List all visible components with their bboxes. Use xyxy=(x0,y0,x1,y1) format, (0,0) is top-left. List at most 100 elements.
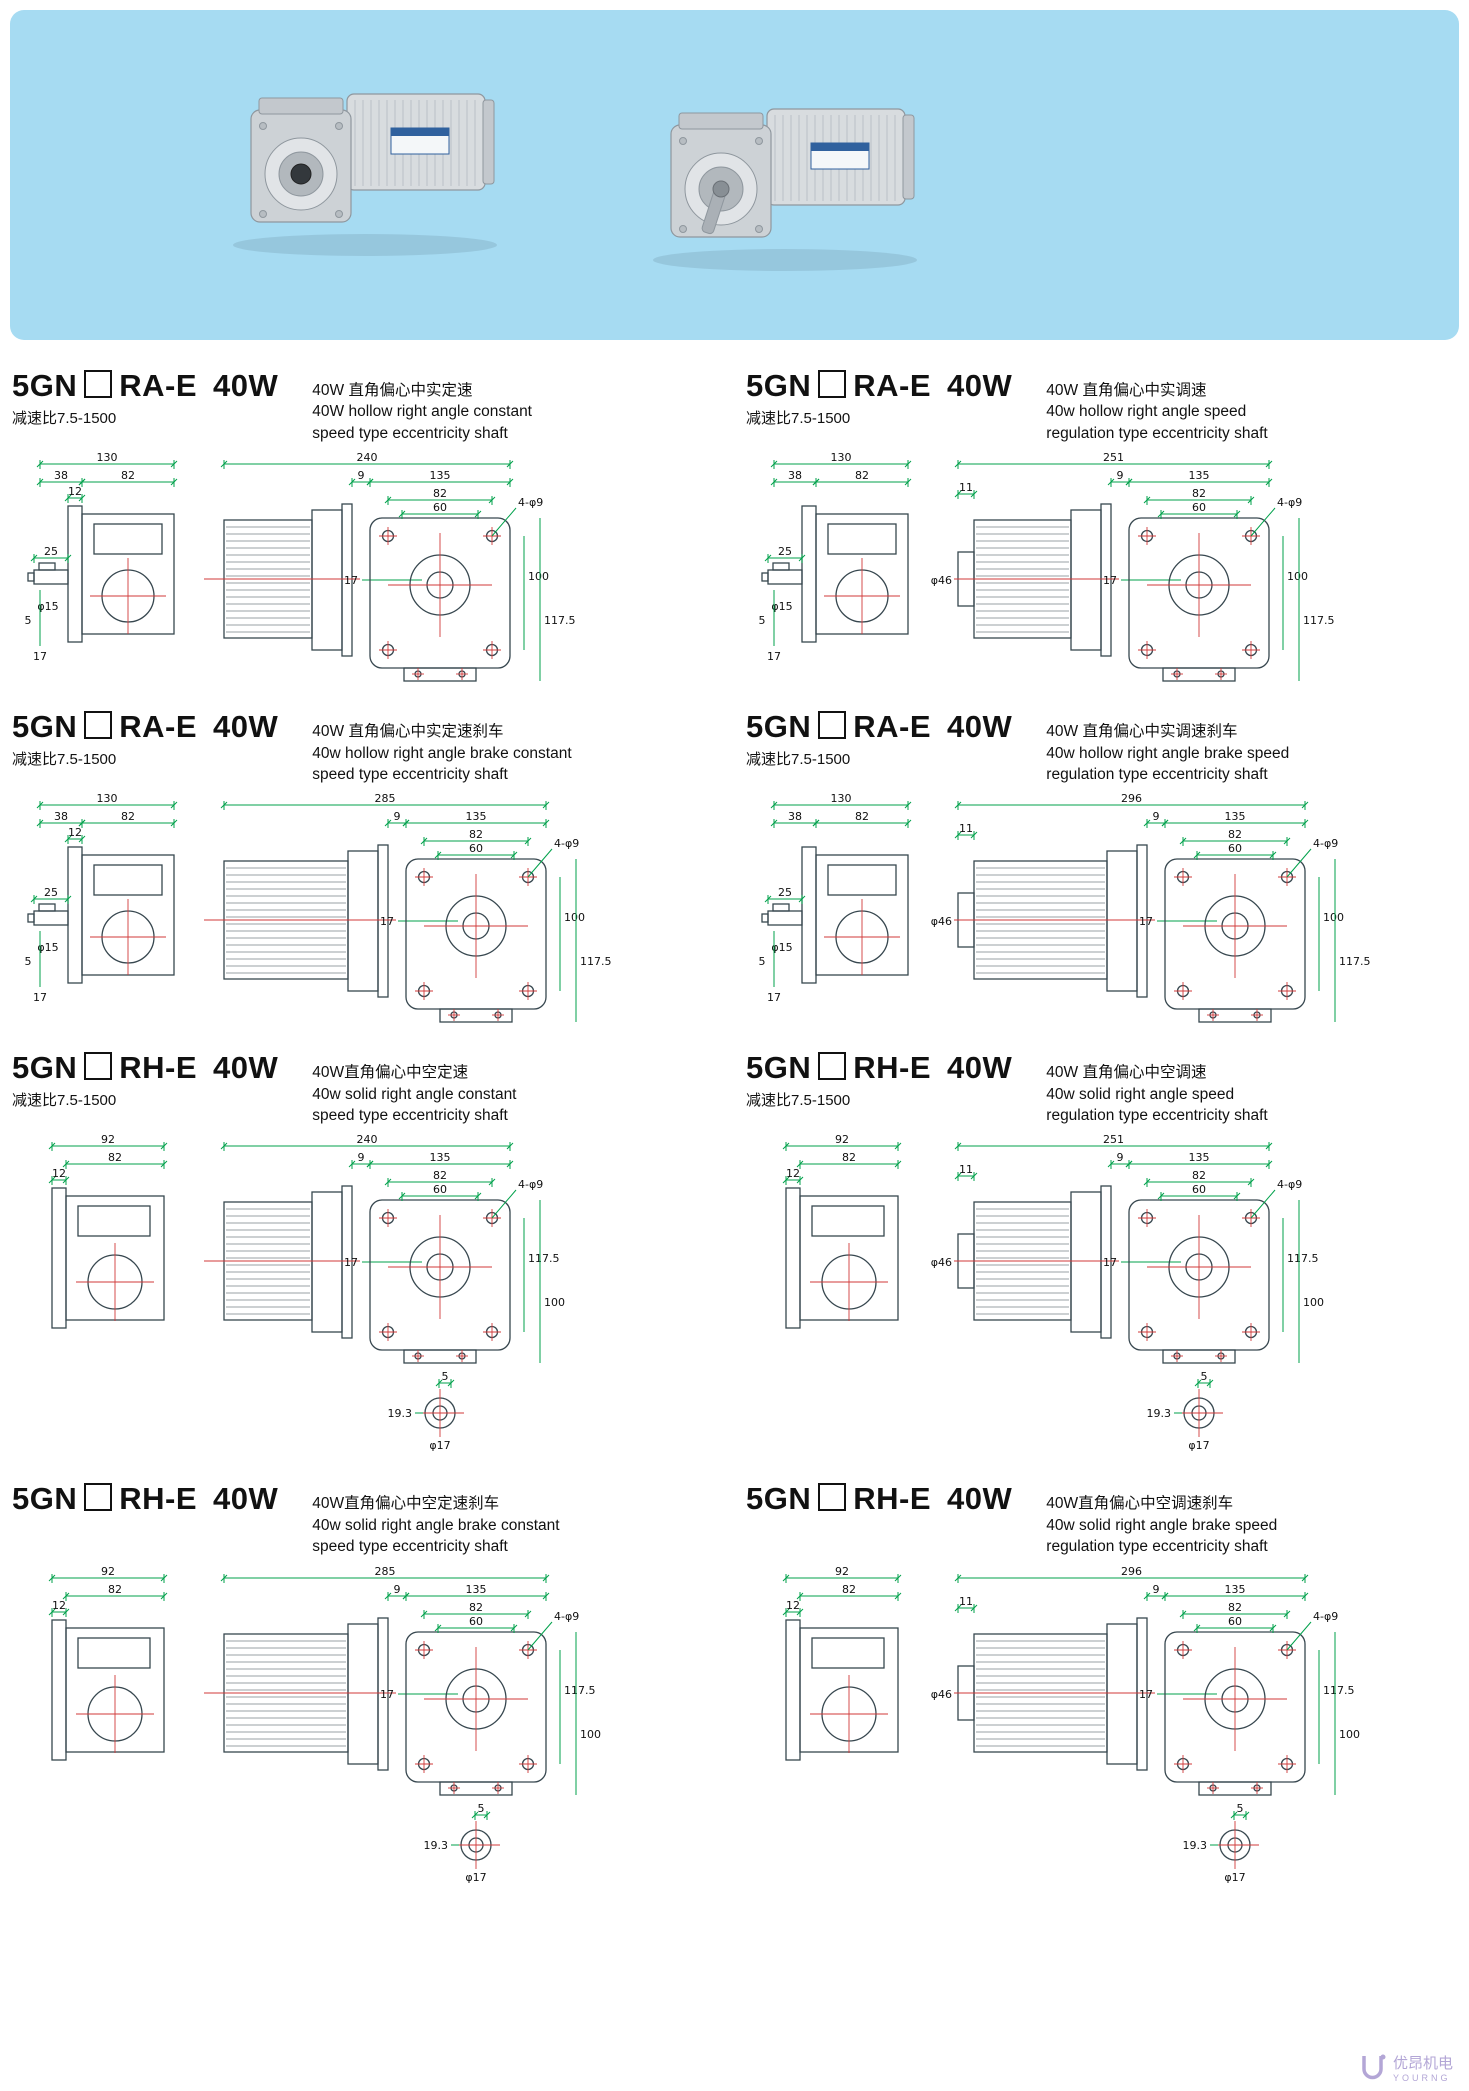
drawing-line xyxy=(30,554,38,562)
dim-label: 82 xyxy=(1228,1601,1242,1614)
drawing-rect xyxy=(801,846,817,984)
drawing-line xyxy=(506,478,514,486)
drawing-line xyxy=(1242,1811,1250,1818)
drawing-line xyxy=(954,490,962,498)
dim-label: 60 xyxy=(1192,1183,1206,1196)
dim-label: 5 xyxy=(442,1370,449,1383)
drawing-line xyxy=(954,1173,962,1180)
dim-label: 5 xyxy=(1237,1802,1244,1815)
dim-label: 117.5 xyxy=(1323,1684,1355,1697)
drawing-ellipse xyxy=(233,234,497,256)
dim-label: 19.3 xyxy=(1183,1839,1208,1852)
dim-label: 4-φ9 xyxy=(518,496,543,509)
drawing-line xyxy=(1265,478,1273,486)
dim-label: 100 xyxy=(1303,1296,1324,1309)
drawing-line xyxy=(491,1190,517,1219)
drawing-rect xyxy=(827,864,897,896)
reduction-ratio: 减速比7.5-1500 xyxy=(746,410,851,427)
dim-label: 92 xyxy=(101,1565,115,1578)
description: 40W 直角偏心中实调速 40w hollow right angle spee… xyxy=(1046,368,1267,444)
model-power: 40W xyxy=(213,709,279,745)
description-cn: 40W 直角偏心中实调速刹车 xyxy=(1046,723,1238,741)
drawing-line xyxy=(1269,851,1277,859)
dim-label: 38 xyxy=(54,810,68,823)
description-en-1: 40W hollow right angle constant xyxy=(312,403,532,421)
drawing-rect xyxy=(772,562,790,571)
drawing-line xyxy=(30,895,38,903)
drawing-line xyxy=(1179,837,1187,845)
dim-label: 130 xyxy=(97,792,118,805)
dim-label: 25 xyxy=(778,545,792,558)
dim-label: 12 xyxy=(68,485,82,498)
description: 40W 直角偏心中空调速 40w solid right angle speed… xyxy=(1046,1050,1267,1126)
drawing-rect xyxy=(1106,1622,1138,1765)
drawing-line xyxy=(64,835,72,843)
drawing-rect xyxy=(377,1616,389,1771)
drawing-circle xyxy=(335,122,343,130)
dim-label: 4-φ9 xyxy=(1277,1178,1302,1191)
drawing-line xyxy=(64,895,72,903)
drawing-line xyxy=(1157,1193,1165,1200)
drawing-rect xyxy=(1070,1191,1102,1334)
drawing-line xyxy=(1247,1179,1255,1186)
drawing-line xyxy=(447,1380,455,1387)
description-cn: 40W 直角偏心中实调速 xyxy=(1046,382,1207,399)
drawing-rect xyxy=(482,99,495,185)
drawing-rect xyxy=(311,1191,343,1334)
drawing-line xyxy=(1143,819,1151,827)
drawing-rect xyxy=(785,1618,801,1761)
description-en-1: 40w solid right angle brake constant xyxy=(312,1516,560,1534)
drawing-line xyxy=(474,1193,482,1200)
drawing-rect xyxy=(341,503,353,657)
reduction-ratio: 减速比7.5-1500 xyxy=(12,1092,117,1110)
drawing-rect xyxy=(391,128,449,136)
drawing-line xyxy=(64,554,72,562)
model-power: 40W xyxy=(947,1050,1013,1086)
description-cn: 40W直角偏心中空定速刹车 xyxy=(312,1495,500,1513)
dim-label: 17 xyxy=(344,574,358,587)
drawing-line xyxy=(1193,851,1201,859)
drawing-line xyxy=(78,835,86,843)
dim-label: 92 xyxy=(101,1133,115,1146)
drawing-rect xyxy=(761,913,769,923)
dim-label: 4-φ9 xyxy=(1313,837,1338,850)
drawing-line xyxy=(384,819,392,827)
model-type: RA-E xyxy=(119,709,198,745)
dim-label: 135 xyxy=(1189,469,1210,482)
drawing-line xyxy=(542,1574,550,1581)
dim-label: 100 xyxy=(528,570,549,583)
ratio-box-placeholder xyxy=(84,1483,113,1512)
model-type: RH-E xyxy=(853,1481,932,1517)
drawing-rect xyxy=(33,569,69,585)
drawing-line xyxy=(527,848,553,878)
dim-label: 100 xyxy=(564,911,585,924)
dim-label: 135 xyxy=(466,810,487,823)
drawing-line xyxy=(542,819,550,827)
dim-label: 9 xyxy=(1153,810,1160,823)
dim-label: 100 xyxy=(580,1728,601,1741)
drawing-rect xyxy=(341,1185,353,1340)
drawing-rect xyxy=(811,1636,885,1669)
drawing-rect xyxy=(38,903,56,912)
dim-label: 82 xyxy=(433,1169,447,1182)
drawing-line xyxy=(1161,1592,1169,1599)
dim-label: 130 xyxy=(831,792,852,805)
drawing-rect xyxy=(1162,1349,1236,1365)
drawing-line xyxy=(970,1173,978,1180)
dim-label: 100 xyxy=(1287,570,1308,583)
drawing-line xyxy=(348,1161,356,1168)
drawing-line xyxy=(770,801,778,809)
